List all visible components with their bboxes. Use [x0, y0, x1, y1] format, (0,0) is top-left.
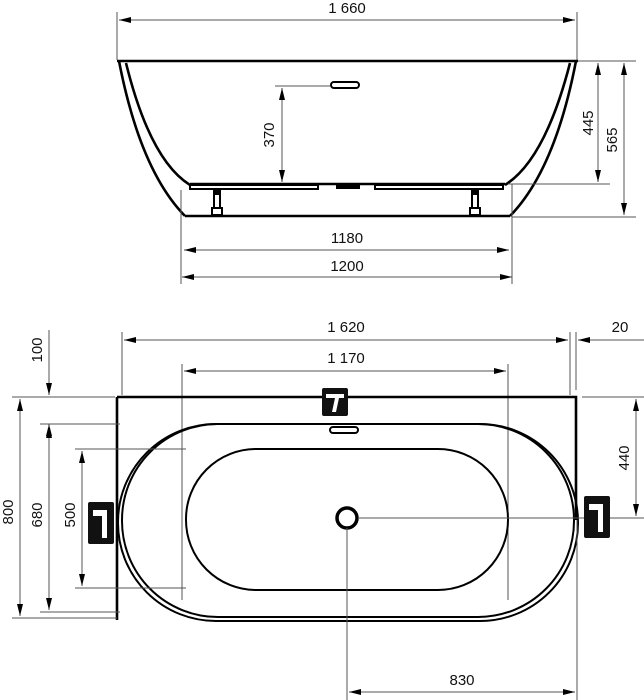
basin-rim [121, 423, 575, 618]
tub-outer-right [509, 60, 578, 217]
dim-inner-depth: 500 [62, 502, 79, 527]
dim-base-outer: 1200 [330, 258, 363, 275]
dim-base-inner: 1180 [331, 230, 363, 247]
dim-rim-offset: 100 [29, 337, 46, 362]
top-view: 1 620 20 1 170 [0, 319, 644, 700]
drain-icon [335, 506, 359, 530]
tub-outer-outline [115, 395, 578, 620]
faucet-icon [322, 388, 348, 416]
faucet-icon [584, 496, 610, 538]
faucet-icon [88, 502, 114, 544]
dim-drain-from-end: 830 [449, 672, 474, 689]
dim-drain-from-wall: 440 [616, 445, 633, 470]
dim-overall-depth: 800 [0, 499, 17, 524]
overflow-icon [330, 81, 360, 89]
dim-overflow-height: 370 [261, 122, 278, 147]
dim-basin-depth: 680 [29, 502, 46, 527]
dim-wall-gap: 20 [612, 319, 629, 336]
dim-rim-height: 445 [580, 110, 597, 135]
overflow-icon [329, 426, 359, 434]
tub-outer-left [117, 60, 186, 217]
dim-overall-length: 1 620 [327, 319, 365, 336]
dim-inner-length: 1 170 [327, 350, 365, 367]
side-view: 1 660 370 44 [116, 0, 636, 284]
dim-overall-width: 1 660 [328, 0, 366, 17]
foot-right [469, 188, 481, 216]
dim-total-height: 565 [604, 127, 621, 152]
drain-icon [336, 184, 360, 189]
foot-left [211, 188, 223, 216]
